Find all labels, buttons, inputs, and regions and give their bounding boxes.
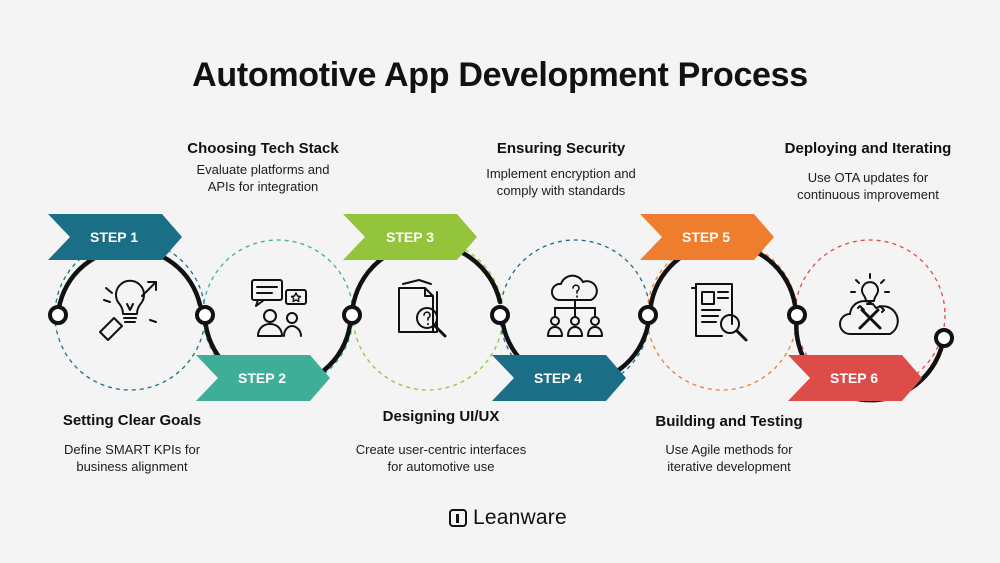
step-4-desc-line-2: comply with standards <box>496 183 626 198</box>
step-1-title: Setting Clear Goals <box>62 412 202 429</box>
step-1-badge-label: STEP 1 <box>90 229 138 245</box>
node-1 <box>48 305 68 325</box>
step-1-desc: Define SMART KPIs for business alignment <box>12 441 252 475</box>
step-4-desc: Implement encryption and comply with sta… <box>441 165 681 199</box>
cloud-network-icon <box>547 274 603 337</box>
page-title: Automotive App Development Process <box>192 56 808 94</box>
step-4-badge: STEP 4 <box>492 355 626 401</box>
leanware-logo-text: Leanware <box>473 506 567 529</box>
step-2-badge: STEP 2 <box>196 355 330 401</box>
step-5-badge-label: STEP 5 <box>682 229 730 245</box>
step-3-desc-line-2: for automotive use <box>387 459 495 474</box>
step-6-badge-label: STEP 6 <box>830 370 878 386</box>
step-5-desc: Use Agile methods for iterative developm… <box>609 441 849 475</box>
leanware-logo: Leanware <box>449 505 567 531</box>
step-5-desc-line-1: Use Agile methods for <box>665 442 793 457</box>
step-1-desc-line-1: Define SMART KPIs for <box>63 442 201 457</box>
node-7 <box>934 328 954 348</box>
step-3-badge: STEP 3 <box>343 214 477 260</box>
step-1-desc-line-2: business alignment <box>76 459 188 474</box>
step-6-badge: STEP 6 <box>788 355 922 401</box>
step-3-desc: Create user-centric interfaces for autom… <box>321 441 561 475</box>
step-2-desc-line-1: Evaluate platforms and <box>196 162 330 177</box>
step-5-title: Building and Testing <box>655 413 803 430</box>
step-6-desc-line-2: continuous improvement <box>797 187 939 202</box>
step-6-desc: Use OTA updates for continuous improveme… <box>748 169 988 203</box>
node-2 <box>195 305 215 325</box>
step-badges: STEP 1 STEP 2 STEP 3 STEP 4 STEP 5 STEP … <box>48 214 922 401</box>
lightbulb-growth-icon <box>99 279 157 341</box>
step-6-desc-line-1: Use OTA updates for <box>807 170 929 185</box>
leanware-logo-icon <box>449 509 467 527</box>
node-4 <box>490 305 510 325</box>
document-search-icon <box>398 279 447 338</box>
step-3-title: Designing UI/UX <box>382 408 500 425</box>
node-5 <box>638 305 658 325</box>
step-2-badge-label: STEP 2 <box>238 370 286 386</box>
step-5-desc-line-2: iterative development <box>667 459 791 474</box>
node-3 <box>342 305 362 325</box>
step-3-badge-label: STEP 3 <box>386 229 434 245</box>
step-2-title: Choosing Tech Stack <box>187 140 339 157</box>
step-4-badge-label: STEP 4 <box>534 370 582 386</box>
step-2-desc: Evaluate platforms and APIs for integrat… <box>143 161 383 195</box>
cloud-idea-tools-icon <box>839 273 899 335</box>
step-5-badge: STEP 5 <box>640 214 774 260</box>
step-1-badge: STEP 1 <box>48 214 182 260</box>
step-6-title: Deploying and Iterating <box>784 140 952 157</box>
step-4-desc-line-1: Implement encryption and <box>486 166 636 181</box>
team-discussion-icon <box>251 279 307 337</box>
node-6 <box>787 305 807 325</box>
step-4-title: Ensuring Security <box>496 140 626 157</box>
step-3-desc-line-1: Create user-centric interfaces <box>355 442 527 457</box>
connector-nodes <box>48 305 954 348</box>
report-magnifier-icon <box>691 283 748 342</box>
step-2-desc-line-2: APIs for integration <box>207 179 319 194</box>
